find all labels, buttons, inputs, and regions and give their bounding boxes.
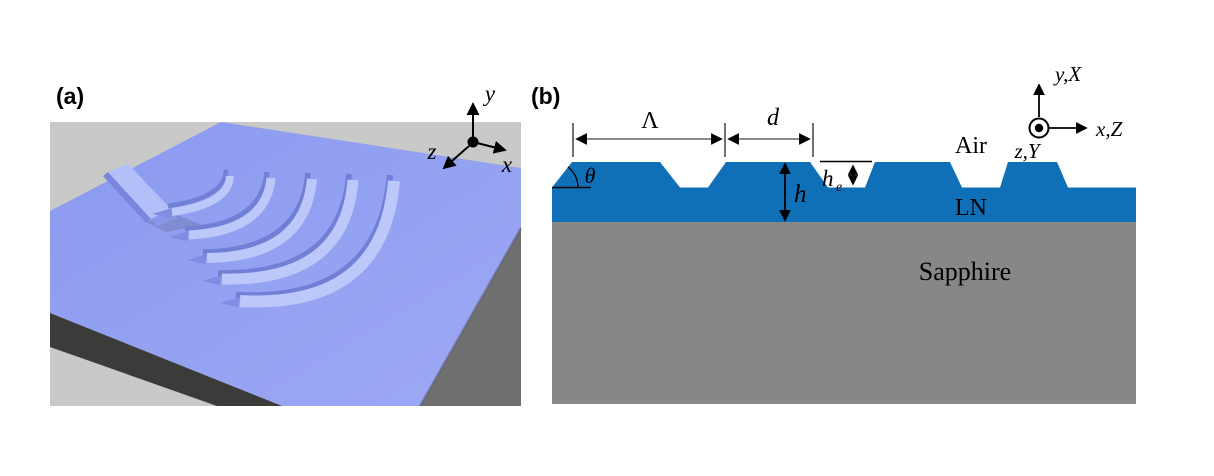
panel-a-label: (a) <box>56 83 84 109</box>
angle-label: θ <box>585 163 596 188</box>
straight-ridge-top-face <box>108 164 171 219</box>
panel-b-label: (b) <box>531 83 560 109</box>
a-axis-x-label: x <box>501 152 513 177</box>
arc-ridge-4 <box>221 179 359 285</box>
a-axis-x-arrow <box>476 141 507 154</box>
arc-ridge-4-tail <box>202 275 222 285</box>
etch-depth-label: h <box>822 166 834 191</box>
focusing-arc-ridges <box>152 169 400 308</box>
b-axis-out-of-plane-label: z,Y <box>1013 139 1041 163</box>
dimension-ticks <box>572 123 814 157</box>
arc-ridge-5-tail <box>220 297 240 307</box>
ridge-width-label: d <box>767 105 780 131</box>
slab-front-face <box>50 313 282 406</box>
arc-ridge-2 <box>188 177 276 240</box>
ln-label: LN <box>955 195 987 221</box>
arc-ridge-3-tail <box>187 254 207 264</box>
arc-ridge-3-shade <box>202 172 311 255</box>
a-axis-z-arrow <box>442 145 470 170</box>
arc-ridge-5 <box>239 180 400 308</box>
slab-right-edge-shade <box>418 227 523 407</box>
b-axis-vertical-label: y,X <box>1053 62 1082 86</box>
b-axis-horizontal-label: x,Z <box>1095 117 1123 141</box>
b-axis-out-of-plane-dot <box>1034 123 1044 133</box>
arc-ridge-3 <box>206 178 317 263</box>
arc-ridge-1-shade <box>167 169 229 209</box>
arc-ridge-2-shade <box>184 171 270 232</box>
ln-film <box>552 162 1136 222</box>
panel-a-axes: y x z <box>427 81 513 177</box>
a-axis-y-label: y <box>483 81 496 106</box>
panel-b-axes: y,X x,Z z,Y <box>1013 62 1122 163</box>
arc-ridge-2-tail <box>169 231 189 241</box>
panel-b: (b) Λ d θ h h e Air LN Sapphire <box>531 62 1136 404</box>
arc-ridge-1-tail <box>152 208 172 218</box>
a-axis-z-label: z <box>427 139 437 164</box>
straight-ridge-left-face <box>103 172 151 223</box>
period-label: Λ <box>641 108 659 134</box>
a-axis-origin-dot <box>467 136 479 148</box>
angle-arc <box>567 166 579 188</box>
sapphire-label: Sapphire <box>919 257 1011 286</box>
panel-a: (a) <box>50 81 523 407</box>
etch-depth-label-subscript: e <box>836 180 842 195</box>
film-thickness-label: h <box>794 181 807 208</box>
air-label: Air <box>955 133 987 159</box>
arc-ridge-1 <box>171 175 234 216</box>
sapphire-substrate <box>552 222 1136 404</box>
